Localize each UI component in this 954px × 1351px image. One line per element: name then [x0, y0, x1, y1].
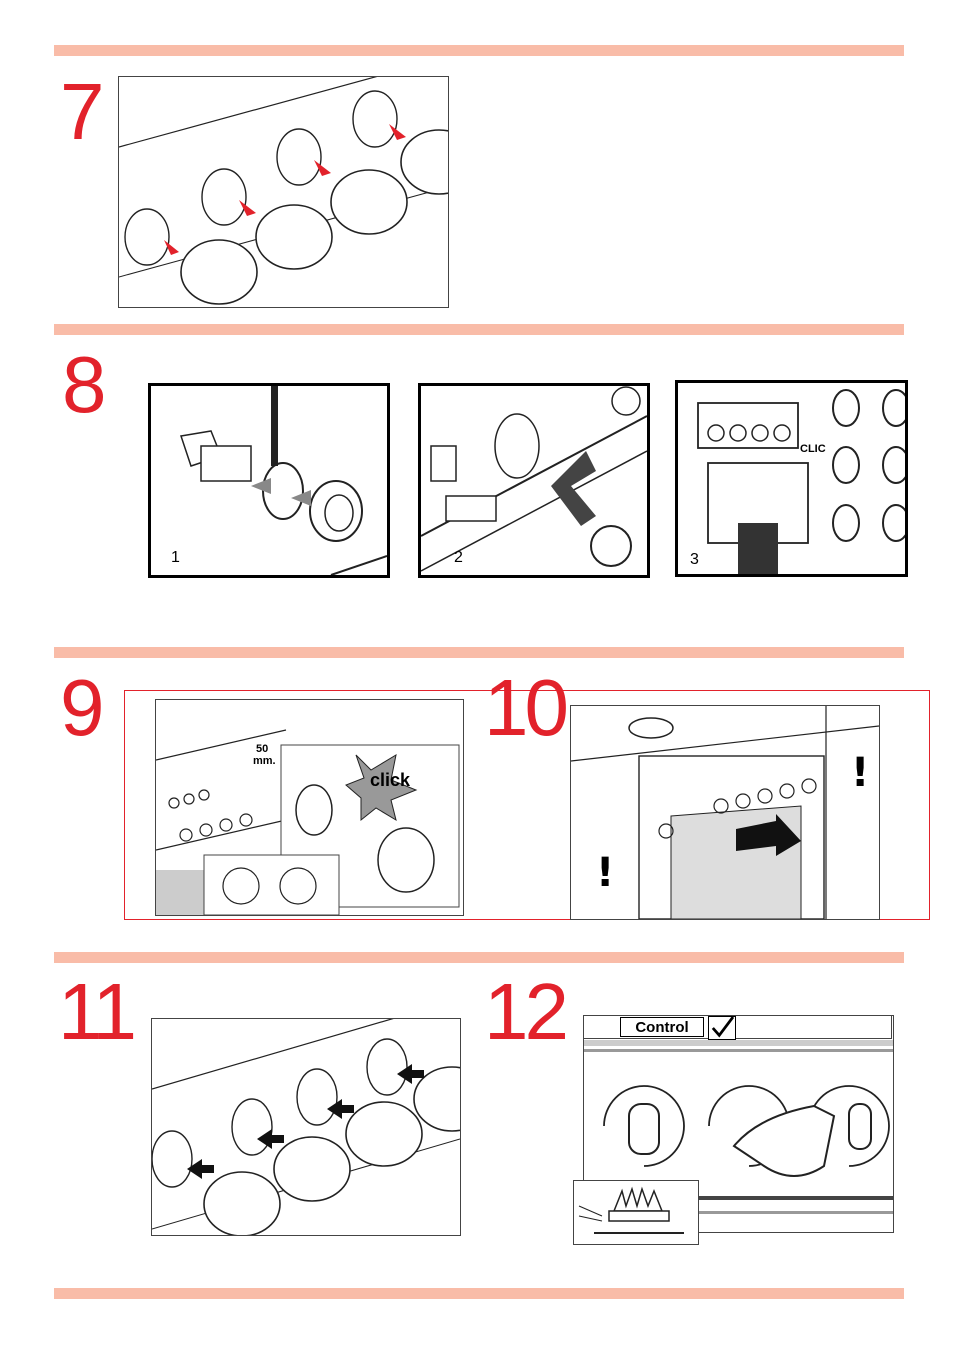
svg-text:!: ! [851, 750, 869, 796]
step8-panel-3: CLIC 3 [675, 380, 908, 577]
spindle-drawing [151, 386, 387, 575]
section-rule-bottom [54, 1288, 904, 1299]
knob-fitting-drawing [119, 77, 448, 307]
step8-sublabel-2: 2 [454, 549, 463, 567]
section-rule-11 [54, 952, 904, 963]
control-label: Control [620, 1017, 704, 1037]
step11-illustration [151, 1018, 461, 1236]
burner-flame-inset [573, 1180, 699, 1245]
step8-sublabel-1: 1 [171, 549, 180, 567]
step9-illustration: 50 mm. click [155, 699, 464, 916]
step10-illustration: ! ! [570, 705, 880, 920]
flame-icon [574, 1181, 698, 1244]
distance-value: 50 [256, 743, 268, 755]
svg-text:!: ! [596, 850, 614, 896]
step8-panel-1: 1 [148, 383, 390, 578]
section-rule-top [54, 45, 904, 56]
connector-drawing [421, 386, 647, 575]
clip-connector-drawing [678, 383, 905, 574]
step-number-10: 10 [484, 668, 565, 748]
step-number-11: 11 [58, 972, 133, 1052]
step8-sublabel-3: 3 [690, 551, 699, 569]
knob-removal-drawing [152, 1019, 460, 1235]
checkmark-icon [708, 1016, 736, 1040]
step-number-12: 12 [484, 972, 565, 1052]
distance-unit: mm. [253, 755, 276, 767]
step-number-8: 8 [62, 345, 103, 425]
step-number-7: 7 [60, 72, 101, 152]
control-header: Control [583, 1015, 892, 1039]
section-rule-9 [54, 647, 904, 658]
knob-install-drawing [156, 700, 463, 915]
step8-panel-2: 2 [418, 383, 650, 578]
step7-illustration [118, 76, 449, 308]
oven-fixing-drawing: ! ! [571, 706, 879, 919]
section-rule-8 [54, 324, 904, 335]
step-number-9: 9 [60, 668, 101, 748]
click-label: click [370, 770, 410, 791]
clic-label: CLIC [800, 443, 826, 455]
